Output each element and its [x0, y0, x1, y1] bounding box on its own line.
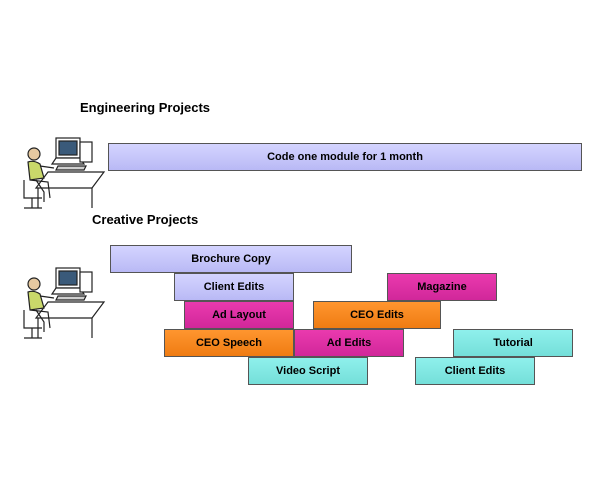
bar-label: Tutorial	[493, 337, 533, 349]
bar-label: Code one module for 1 month	[267, 151, 423, 163]
bar-ad-edits: Ad Edits	[294, 329, 404, 357]
bar-label: Magazine	[417, 281, 467, 293]
bar-label: CEO Edits	[350, 309, 404, 321]
bar-label: Ad Layout	[212, 309, 266, 321]
bar-magazine: Magazine	[387, 273, 497, 301]
bar-label: CEO Speech	[195, 337, 263, 349]
creative-heading: Creative Projects	[92, 212, 199, 227]
engineering-heading: Engineering Projects	[80, 100, 211, 115]
bar-tutorial: Tutorial	[453, 329, 573, 357]
bar-ceo-speech: CEO Speech	[164, 329, 294, 357]
bar-brochure-copy: Brochure Copy	[110, 245, 352, 273]
bar-label: Client Edits	[203, 281, 265, 293]
bar-client-edits-2: Client Edits	[415, 357, 535, 385]
bar-label: Ad Edits	[326, 337, 372, 349]
person-at-computer-icon	[23, 267, 106, 339]
bar-video-script: Video Script	[248, 357, 368, 385]
bar-label: Client Edits	[444, 365, 506, 377]
bar-ceo-edits: CEO Edits	[313, 301, 441, 329]
person-at-computer-icon	[23, 137, 106, 209]
bar-label: Brochure Copy	[191, 253, 271, 265]
bar-label: Video Script	[276, 365, 340, 377]
bar-ad-layout: Ad Layout	[184, 301, 294, 329]
engineering-bar-code-module: Code one module for 1 month	[108, 143, 582, 171]
bar-client-edits-1: Client Edits	[174, 273, 294, 301]
